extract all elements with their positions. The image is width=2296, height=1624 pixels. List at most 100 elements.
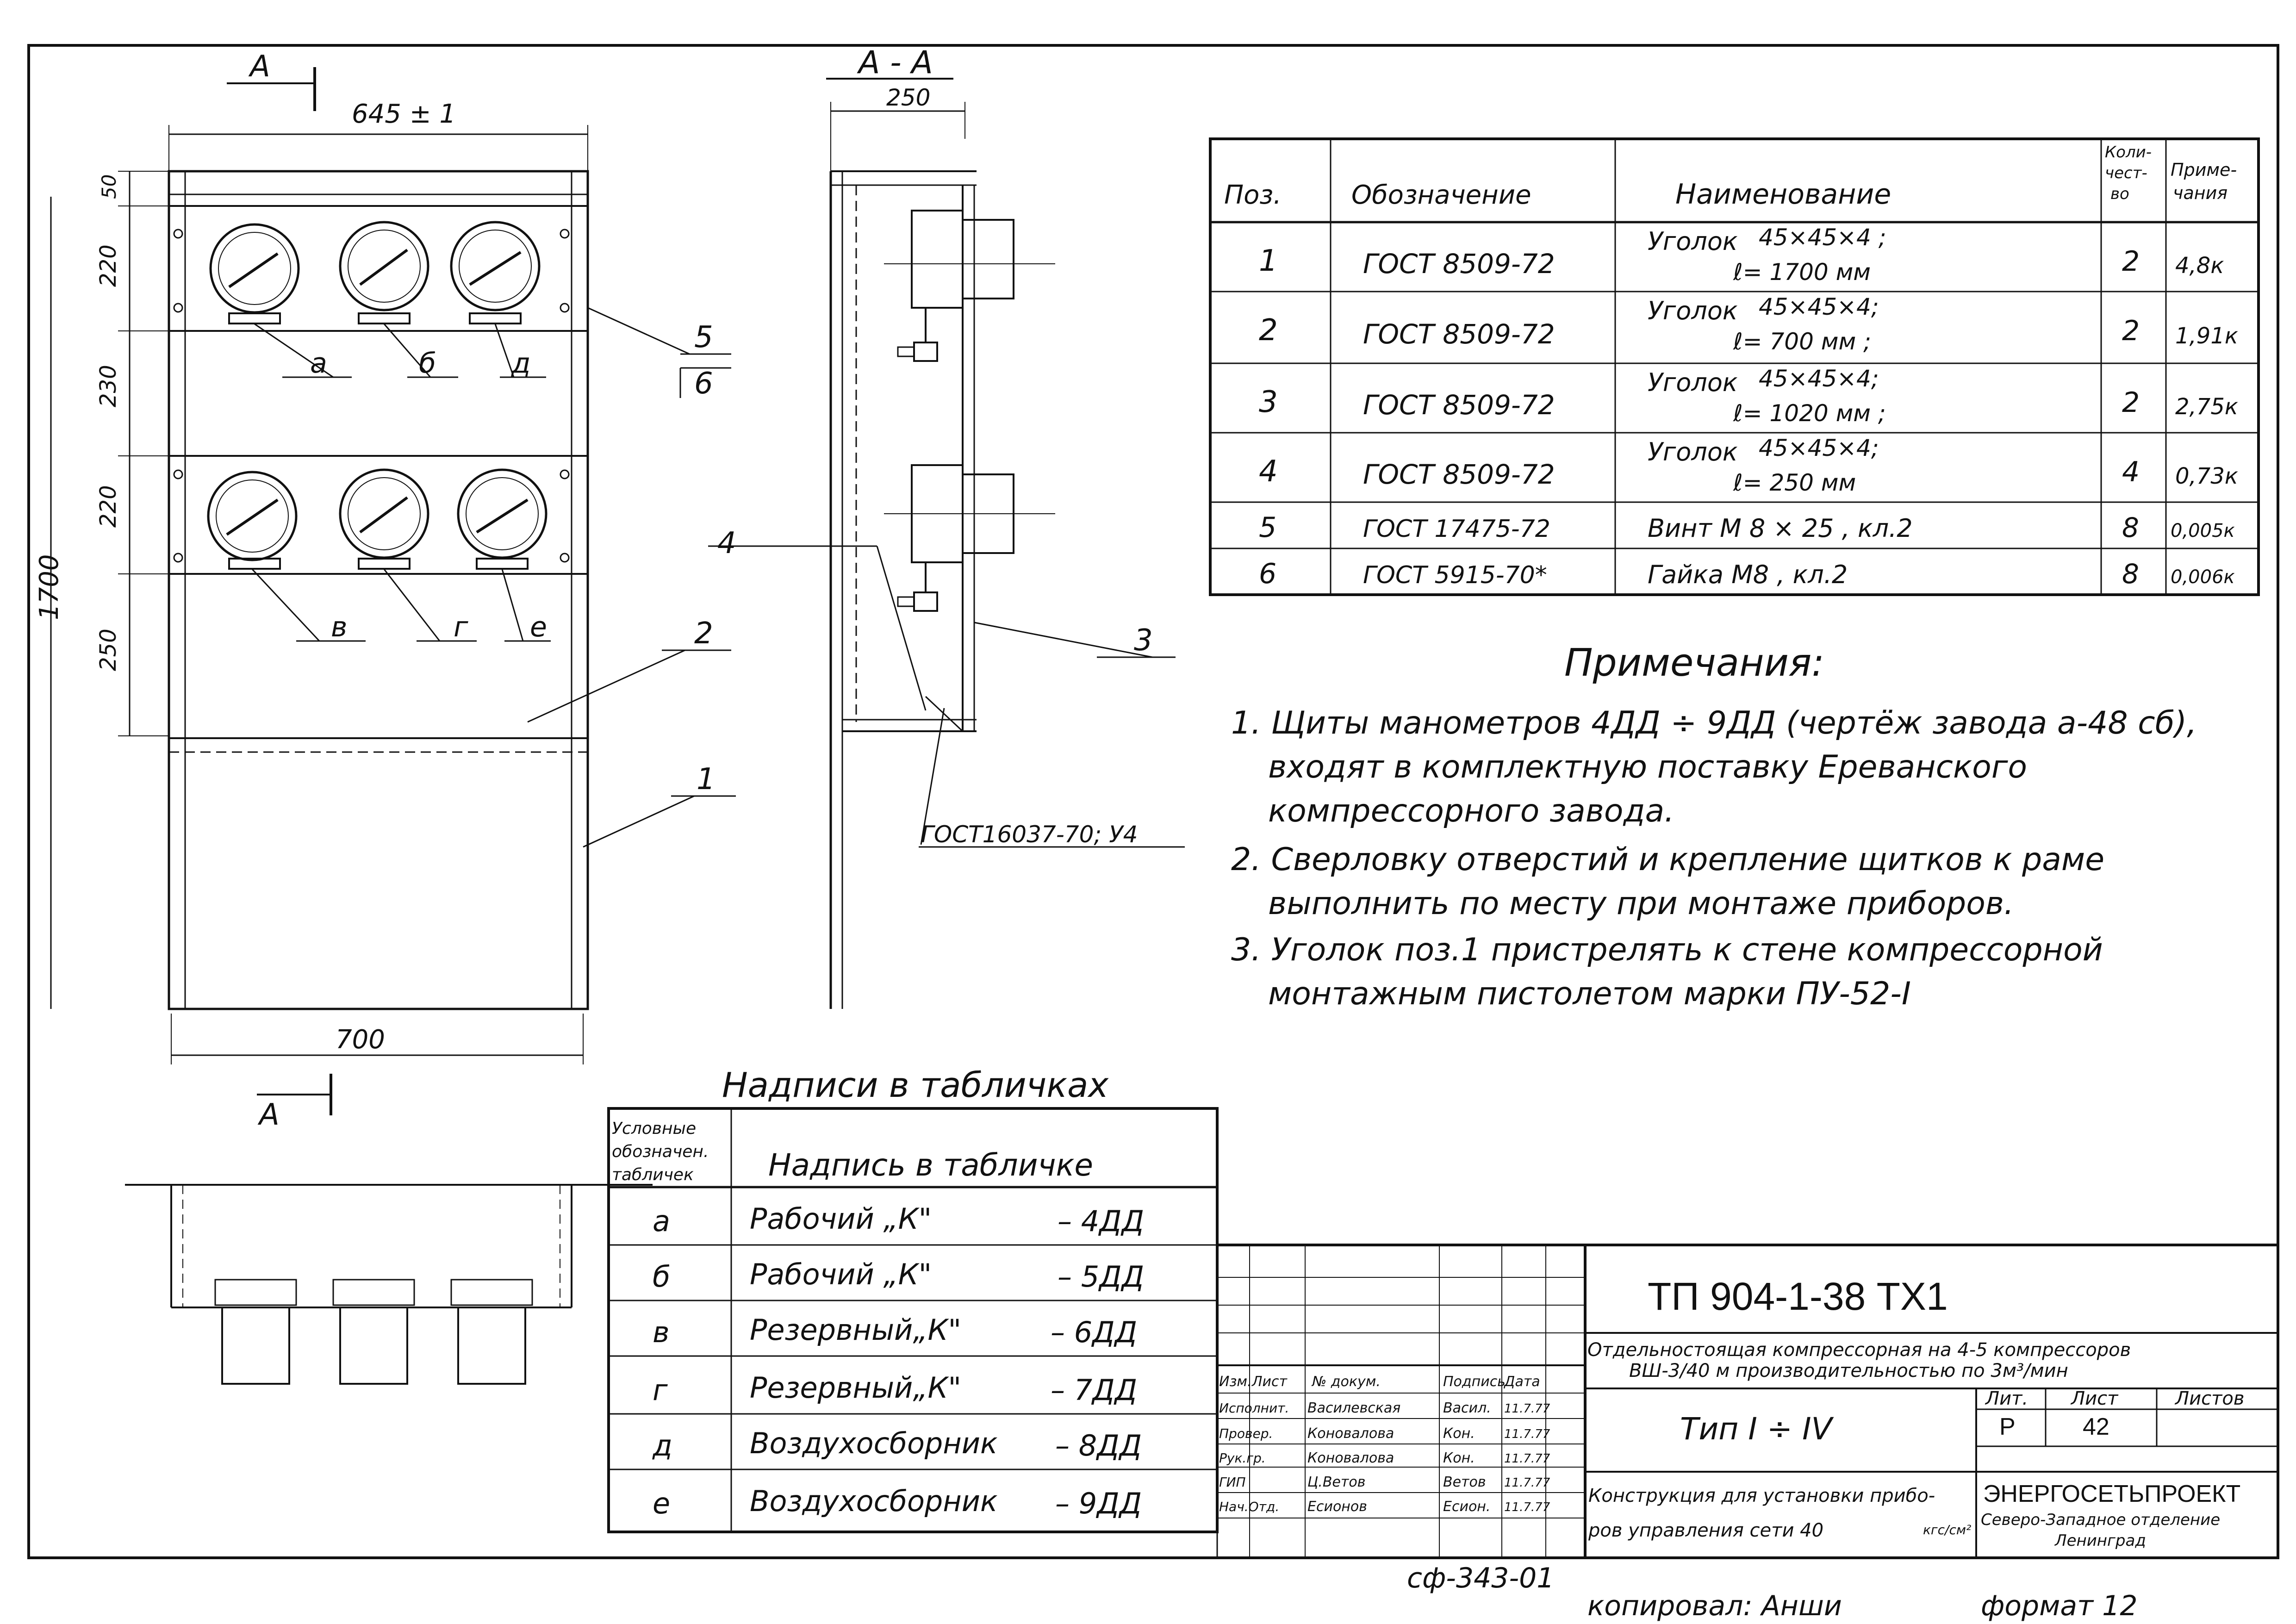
spec-row-qty: 8 xyxy=(2122,558,2139,590)
spec-row-note: 0,005к xyxy=(2171,520,2235,541)
spec-header-note-1: Приме- xyxy=(2171,160,2237,180)
spec-row-note: 1,91к xyxy=(2175,323,2238,349)
plate-text: Воздухосборник xyxy=(750,1484,998,1518)
spec-row-length: ℓ= 1700 мм xyxy=(1733,259,1871,286)
front-view xyxy=(50,67,736,1115)
sign-date: 11.7.77 xyxy=(1504,1500,1550,1514)
spec-row-length: ℓ= 700 мм ; xyxy=(1733,328,1871,355)
callout-2: 2 xyxy=(694,616,713,651)
sheet-frame xyxy=(27,44,2279,1559)
role: Рук.гр. xyxy=(1219,1450,1266,1466)
sign-date: 11.7.77 xyxy=(1504,1476,1550,1490)
gauge-d xyxy=(450,221,541,311)
gauge-label-a: а xyxy=(310,347,327,380)
spec-row-name: Уголок xyxy=(1648,437,1738,467)
spec-row-name: Уголок xyxy=(1648,368,1738,397)
sheets-header: Листов xyxy=(2174,1388,2244,1409)
spec-row-pos: 5 xyxy=(1259,511,1276,544)
dim-v3: 230 xyxy=(95,365,121,407)
note-line: выполнить по месту при монтаже приборов. xyxy=(1268,885,2014,922)
title-block xyxy=(1216,1244,2278,1558)
role: Исполнит. xyxy=(1219,1400,1289,1416)
spec-row-designation: ГОСТ 8509-72 xyxy=(1363,248,1555,280)
plate-text: Воздухосборник xyxy=(750,1426,998,1460)
sheet-value: 42 xyxy=(2083,1413,2109,1440)
plates-title: Надписи в табличках xyxy=(722,1065,1109,1105)
dim-v5: 250 xyxy=(95,628,121,671)
callout-4: 4 xyxy=(717,526,736,560)
person-name: Василевская xyxy=(1307,1400,1400,1416)
plate-mark: а xyxy=(653,1204,670,1238)
gauge-label-v: в xyxy=(331,611,347,643)
sign-date: 11.7.77 xyxy=(1504,1452,1550,1466)
copied-by: копировал: Анши xyxy=(1587,1590,1842,1622)
sheet-header: Лист xyxy=(2070,1388,2119,1409)
spec-row-size: 45×45×4; xyxy=(1759,435,1879,461)
spec-row-pos: 3 xyxy=(1259,385,1278,419)
note-line: компрессорного завода. xyxy=(1268,793,1674,829)
plates-header-line: Условные xyxy=(612,1119,696,1138)
spec-row-qty: 2 xyxy=(2122,315,2140,347)
type-range: Тип I ÷ IV xyxy=(1680,1411,1834,1447)
paper-format: формат 12 xyxy=(1981,1590,2138,1622)
sign-date: 11.7.77 xyxy=(1504,1402,1550,1416)
spec-row-qty: 4 xyxy=(2122,456,2140,488)
callout-6: 6 xyxy=(694,367,713,401)
side-section-view xyxy=(708,78,1185,1009)
plate-code: – 4ДД xyxy=(1058,1204,1144,1238)
spec-row-designation: ГОСТ 8509-72 xyxy=(1363,389,1555,421)
signature: Кон. xyxy=(1443,1425,1475,1442)
dim-total-height: 1700 xyxy=(34,554,64,620)
org-branch: Северо-Западное отделение xyxy=(1981,1511,2220,1529)
signature: Ветов xyxy=(1443,1474,1486,1490)
spec-row-length: ℓ= 1020 мм ; xyxy=(1733,400,1886,427)
sign-header: Лист xyxy=(1251,1374,1288,1390)
sign-header: Подпись xyxy=(1443,1374,1506,1390)
spec-header-qty-3: во xyxy=(2110,185,2129,203)
sign-date: 11.7.77 xyxy=(1504,1427,1550,1441)
spec-row-pos: 2 xyxy=(1259,313,1278,348)
lit-value: Р xyxy=(1999,1413,2016,1440)
plate-text: Рабочий „К" xyxy=(750,1257,932,1291)
plate-code: – 9ДД xyxy=(1055,1487,1142,1520)
spec-row-designation: ГОСТ 8509-72 xyxy=(1363,459,1555,490)
plates-header-text: Надпись в табличке xyxy=(768,1147,1093,1183)
spec-header-qty-1: Коли- xyxy=(2105,143,2152,162)
gauge-e xyxy=(457,468,548,559)
section-marker-top: А xyxy=(248,50,270,84)
spec-row-name: Гайка М8 , кл.2 xyxy=(1648,560,1848,589)
spec-row-length: ℓ= 250 мм xyxy=(1733,469,1856,496)
doc-number: ТП 904-1-38 ТХ1 xyxy=(1648,1275,1948,1318)
spec-header-pos: Поз. xyxy=(1224,180,1282,210)
project-title: Отдельностоящая компрессорная на 4-5 ком… xyxy=(1587,1339,2131,1361)
section-marker-bottom: А xyxy=(257,1098,280,1132)
plate-text: Рабочий „К" xyxy=(750,1202,932,1236)
spec-row-name: Уголок xyxy=(1648,296,1738,325)
spec-row-note: 2,75к xyxy=(2175,394,2238,420)
spec-row-size: 45×45×4 ; xyxy=(1759,224,1886,251)
note-line: 2. Сверловку отверстий и крепление щитко… xyxy=(1231,841,2104,878)
spec-row-designation: ГОСТ 5915-70* xyxy=(1363,561,1547,589)
dim-bottom-width: 700 xyxy=(336,1025,385,1055)
callout-1: 1 xyxy=(697,762,716,796)
spec-row-designation: ГОСТ 8509-72 xyxy=(1363,318,1555,350)
sheet-title-1: Конструкция для установки прибо- xyxy=(1588,1485,1935,1506)
spec-row-qty: 2 xyxy=(2122,245,2140,278)
role: Нач.Отд. xyxy=(1219,1499,1279,1514)
gauge-label-e: е xyxy=(530,611,547,643)
spec-row-pos: 1 xyxy=(1259,244,1278,278)
dim-v2: 220 xyxy=(95,244,121,287)
note-line: монтажным пистолетом марки ПУ-52-I xyxy=(1268,976,1911,1012)
dim-v1: 50 xyxy=(98,174,120,199)
signature: Васил. xyxy=(1443,1400,1491,1416)
signature: Кон. xyxy=(1443,1450,1475,1466)
role: ГИП xyxy=(1219,1475,1246,1490)
notes-title: Примечания: xyxy=(1564,641,1824,685)
person-name: Коновалова xyxy=(1307,1450,1394,1466)
note-line: 1. Щиты манометров 4ДД ÷ 9ДД (чертёж зав… xyxy=(1231,705,2197,741)
spec-row-note: 4,8к xyxy=(2175,253,2224,279)
spec-row-pos: 4 xyxy=(1259,454,1278,489)
spec-header-qty-2: чест- xyxy=(2105,164,2147,182)
role: Провер. xyxy=(1219,1426,1273,1441)
org-city: Ленинград xyxy=(2054,1531,2146,1550)
